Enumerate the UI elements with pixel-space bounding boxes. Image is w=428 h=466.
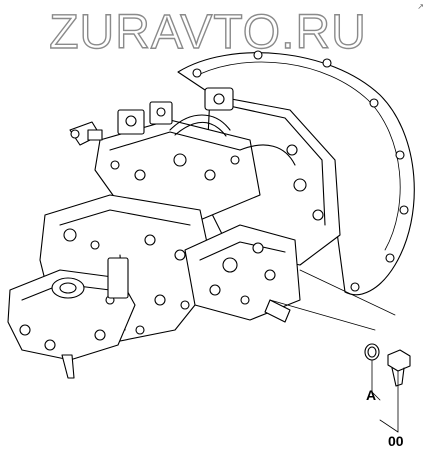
mounting-flange xyxy=(177,50,415,296)
fitting-top-left xyxy=(69,121,103,146)
corner-mark: ↗ xyxy=(417,2,424,11)
gear-pump xyxy=(7,257,136,379)
callout-label-a: A xyxy=(366,387,377,403)
o-ring xyxy=(364,343,380,361)
plug-bolt xyxy=(387,349,411,387)
callout-label-part: 00 xyxy=(388,433,404,449)
watermark: ZURAVTO.RU xyxy=(49,5,367,58)
watermark-text: ZURAVTO.RU xyxy=(49,6,367,58)
leader-lines xyxy=(269,269,399,433)
regulator-block-upper xyxy=(94,101,296,221)
port-block xyxy=(184,224,301,323)
